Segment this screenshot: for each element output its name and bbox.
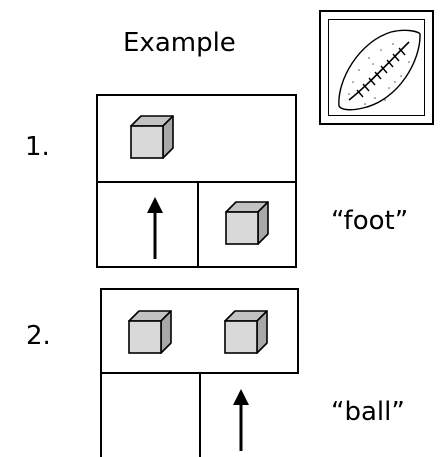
grid-row-divider	[96, 181, 297, 183]
item-word: “ball”	[331, 397, 405, 427]
grid-column-divider	[197, 181, 199, 268]
item-number: 2.	[26, 321, 51, 351]
example-title: Example	[123, 28, 236, 58]
item-2-grid	[100, 288, 299, 457]
arrow-up-icon	[233, 389, 249, 451]
cube-icon	[130, 115, 174, 159]
example-picture-inner-frame	[328, 19, 425, 116]
item-word: “foot”	[331, 206, 409, 236]
grid-right-border	[297, 288, 299, 374]
grid-top-border	[100, 288, 299, 290]
item-number: 1.	[25, 132, 50, 162]
grid-column-divider	[199, 372, 201, 457]
football-icon	[338, 29, 421, 111]
item-1-grid	[96, 94, 297, 268]
cube-icon	[128, 310, 172, 354]
arrow-up-icon	[147, 197, 163, 259]
cube-icon	[225, 201, 269, 245]
example-picture-frame	[319, 10, 434, 125]
cube-icon	[224, 310, 268, 354]
